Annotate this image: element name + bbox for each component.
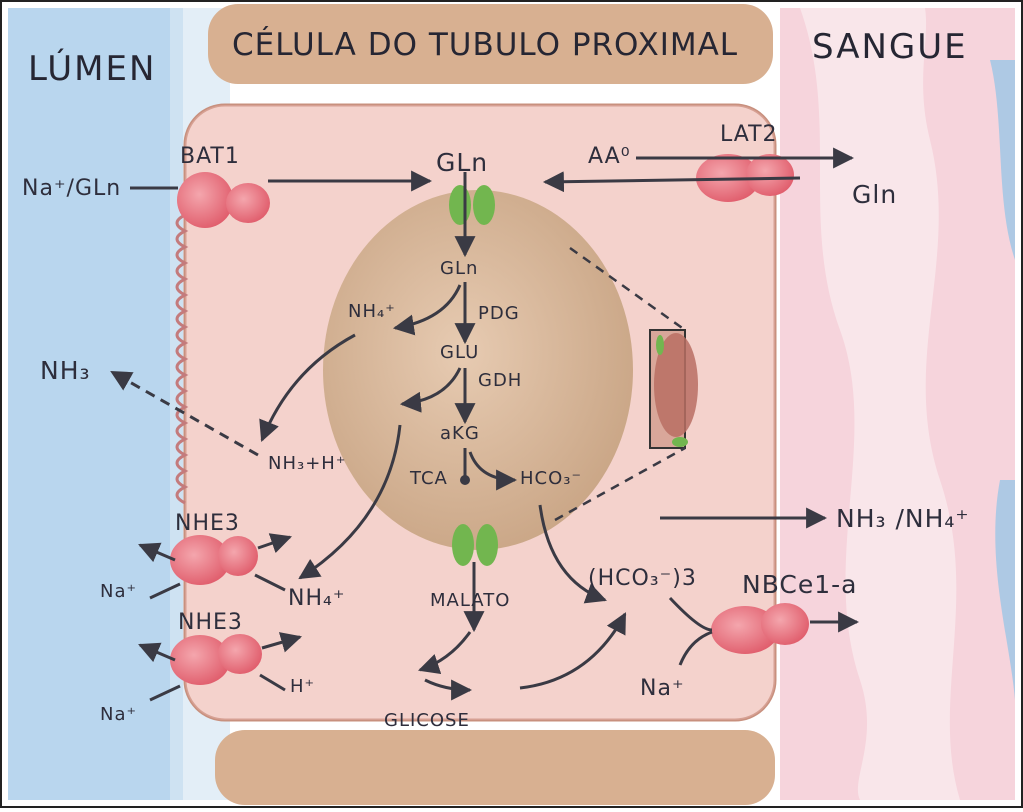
mito-gln-label: GLn bbox=[440, 260, 478, 278]
h-plus-label: H⁺ bbox=[290, 678, 315, 696]
glu-label: GLU bbox=[440, 344, 479, 362]
akg-label: aKG bbox=[440, 425, 480, 443]
gdh-label: GDH bbox=[478, 372, 522, 390]
nhe3-bottom-label: NHE3 bbox=[178, 612, 243, 634]
gln-blood-label: Gln bbox=[852, 182, 897, 207]
lumen-title: LÚMEN bbox=[28, 52, 156, 86]
nhe3-top-label: NHE3 bbox=[175, 513, 240, 535]
bat1-label: BAT1 bbox=[180, 146, 240, 168]
na-top-label: Na⁺ bbox=[100, 583, 137, 601]
tca-dot bbox=[460, 475, 470, 485]
pdg-label: PDG bbox=[478, 305, 520, 323]
bottom-cell-pill bbox=[215, 730, 775, 805]
na-gln-label: Na⁺/GLn bbox=[22, 178, 121, 200]
lumen-region bbox=[8, 8, 183, 800]
glicose-label: GLICOSE bbox=[384, 712, 470, 730]
nh3-nh4-blood-label: NH₃ /NH₄⁺ bbox=[836, 506, 970, 531]
na-nbce-label: Na⁺ bbox=[640, 678, 685, 700]
hco3-mito-label: HCO₃⁻ bbox=[520, 470, 582, 488]
gln-cell-label: GLn bbox=[436, 150, 488, 175]
nh3-h-label: NH₃+H⁺ bbox=[268, 455, 346, 473]
mito-nh4-label: NH₄⁺ bbox=[348, 303, 396, 321]
malato-label: MALATO bbox=[430, 592, 510, 610]
na-bottom-label: Na⁺ bbox=[100, 706, 137, 724]
nbce1a-label: NBCe1-a bbox=[742, 572, 858, 597]
nh3-lumen-label: NH₃ bbox=[40, 358, 91, 383]
nh4-cell-label: NH₄⁺ bbox=[288, 588, 345, 610]
hco3-3-label: (HCO₃⁻)3 bbox=[588, 568, 697, 590]
cell-title: CÉLULA DO TUBULO PROXIMAL bbox=[232, 30, 738, 61]
tca-label: TCA bbox=[410, 470, 448, 488]
blood-title: SANGUE bbox=[812, 30, 968, 64]
aa0-label: AA⁰ bbox=[588, 146, 631, 168]
lat2-label: LAT2 bbox=[720, 124, 778, 146]
